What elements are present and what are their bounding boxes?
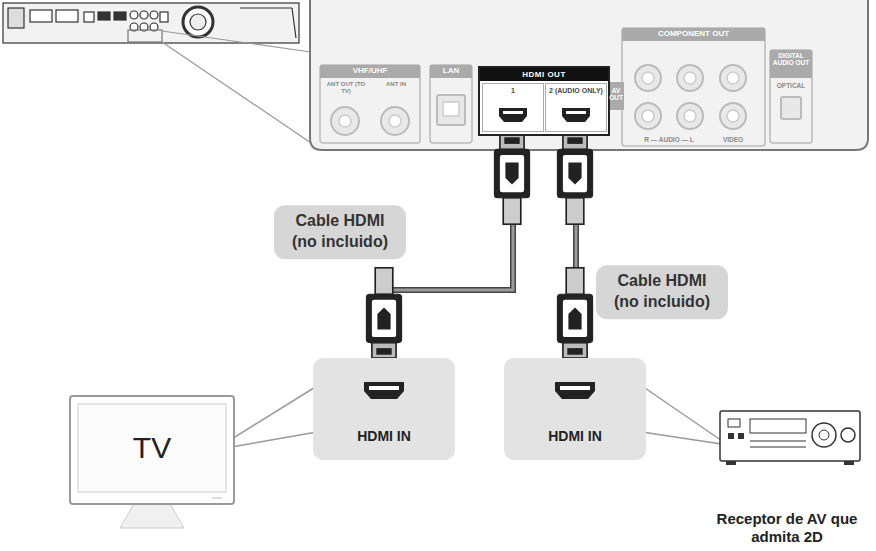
hdmi-plug <box>494 134 529 224</box>
panel-section-title: VHF/UHF <box>320 67 420 76</box>
node-text: Receptor de AV que admita 2D <box>706 510 868 548</box>
jack-label: VIDEO <box>713 136 753 143</box>
hdmi-plug <box>557 268 592 358</box>
node-text: HDMI OUT <box>480 68 608 81</box>
hdmi-in-box: HDMI IN <box>313 358 455 460</box>
back-panel <box>310 0 868 150</box>
av-receiver: Receptor de AV que admita 2D <box>702 405 872 549</box>
node-text: HDMI IN <box>357 428 411 444</box>
player-thumbnail <box>3 3 299 43</box>
node-text: TV <box>133 431 171 465</box>
hdmi-plug <box>366 268 401 358</box>
hdmi-port: 2 (AUDIO ONLY) <box>546 84 606 131</box>
panel-section-title: AV OUT <box>608 87 624 101</box>
panel-section-title: LAN <box>430 67 472 76</box>
jack-label: R — AUDIO — L <box>622 136 716 143</box>
hdmi-port: 1 <box>483 84 543 131</box>
tv-set: TV <box>62 392 242 532</box>
hdmi-in-box: HDMI IN <box>504 358 646 460</box>
jack-label: ANT IN <box>376 81 416 88</box>
panel-section-title: COMPONENT OUT <box>622 30 765 39</box>
node-text: HDMI IN <box>548 428 602 444</box>
callout-wedge <box>642 386 728 445</box>
jack-label: ANT OUT (TO TV) <box>323 81 369 94</box>
jack-label: OPTICAL <box>770 82 812 89</box>
node-text: 1 <box>483 84 543 95</box>
cable-label: Cable HDMI (no incluido) <box>596 265 728 319</box>
hdmi-plug <box>557 134 592 224</box>
hdmi-out-block: HDMI OUT 12 (AUDIO ONLY) <box>480 68 608 134</box>
node-text: 2 (AUDIO ONLY) <box>546 84 606 95</box>
panel-section-title: DIGITAL AUDIO OUT <box>770 52 812 66</box>
cable-label: Cable HDMI (no incluido) <box>274 205 406 259</box>
zoom-leader <box>128 30 320 149</box>
